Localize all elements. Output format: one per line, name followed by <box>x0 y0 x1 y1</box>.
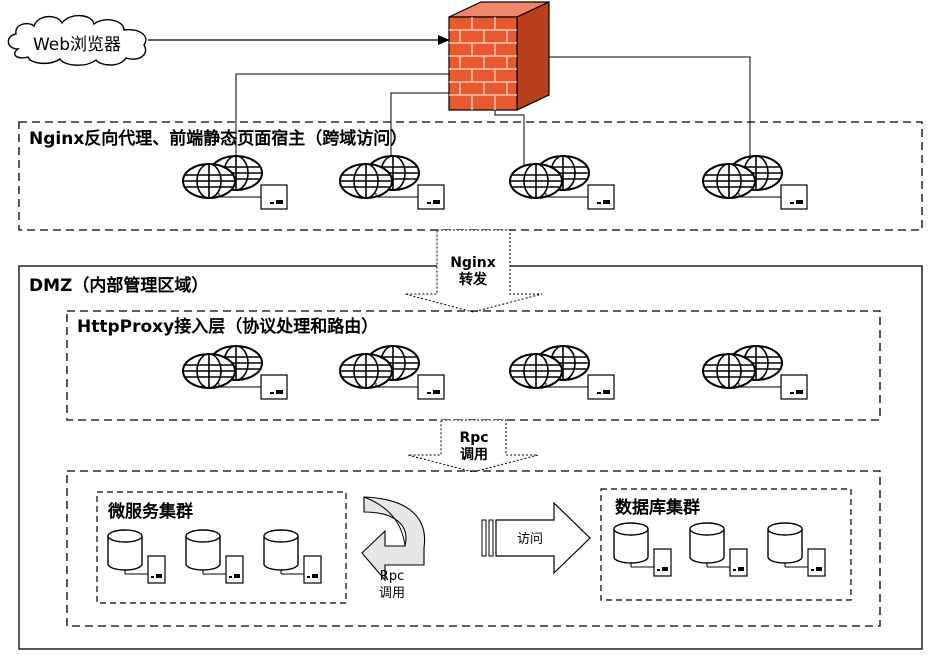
rpc-call-arrow: Rpc 调用 <box>407 419 539 473</box>
nginx-zone: Nginx反向代理、前端静态页面宿主（跨域访问） <box>18 121 923 231</box>
nginx-zone-title: Nginx反向代理、前端静态页面宿主（跨域访问） <box>29 128 407 149</box>
database-node-2 <box>689 522 748 577</box>
nginx-server-2 <box>339 155 445 210</box>
micro-service-node-2 <box>185 529 244 584</box>
dmz-title: DMZ（内部管理区域） <box>29 275 208 296</box>
proxy-server-1 <box>182 345 288 400</box>
access-label: 访问 <box>517 532 543 547</box>
database-cluster-title: 数据库集群 <box>615 497 700 518</box>
nginx-forward-label-1: Nginx <box>450 255 496 271</box>
rpc-curved-arrow: Rpc 调用 <box>361 496 426 601</box>
rpc-curved-label-2: 调用 <box>379 586 405 601</box>
micro-service-cluster: 微服务集群 <box>96 491 347 604</box>
micro-service-title: 微服务集群 <box>107 501 193 522</box>
nginx-server-1 <box>182 155 288 210</box>
proxy-server-4 <box>702 345 808 400</box>
service-area <box>66 470 881 627</box>
web-browser-label: Web浏览器 <box>33 35 121 55</box>
access-arrow: 访问 <box>481 501 591 575</box>
web-browser-cloud: Web浏览器 <box>7 14 147 66</box>
micro-service-node-3 <box>263 529 322 584</box>
proxy-server-2 <box>339 345 445 400</box>
micro-service-node-1 <box>107 529 166 584</box>
rpc-call-label-2: 调用 <box>460 447 488 463</box>
rpc-curved-label-1: Rpc <box>380 569 404 584</box>
nginx-server-4 <box>702 155 808 210</box>
nginx-server-3 <box>509 155 615 210</box>
rpc-call-label-1: Rpc <box>459 430 488 446</box>
firewall-icon <box>448 1 550 111</box>
http-proxy-title: HttpProxy接入层（协议处理和路由） <box>77 316 378 337</box>
database-cluster: 数据库集群 <box>600 488 852 601</box>
proxy-server-3 <box>509 345 615 400</box>
firewall-connections <box>235 56 751 166</box>
nginx-forward-label-2: 转发 <box>459 271 488 288</box>
nginx-forward-arrow: Nginx 转发 <box>404 229 543 313</box>
http-proxy-layer: HttpProxy接入层（协议处理和路由） <box>66 310 881 421</box>
database-node-3 <box>767 522 826 577</box>
database-node-1 <box>613 522 672 577</box>
